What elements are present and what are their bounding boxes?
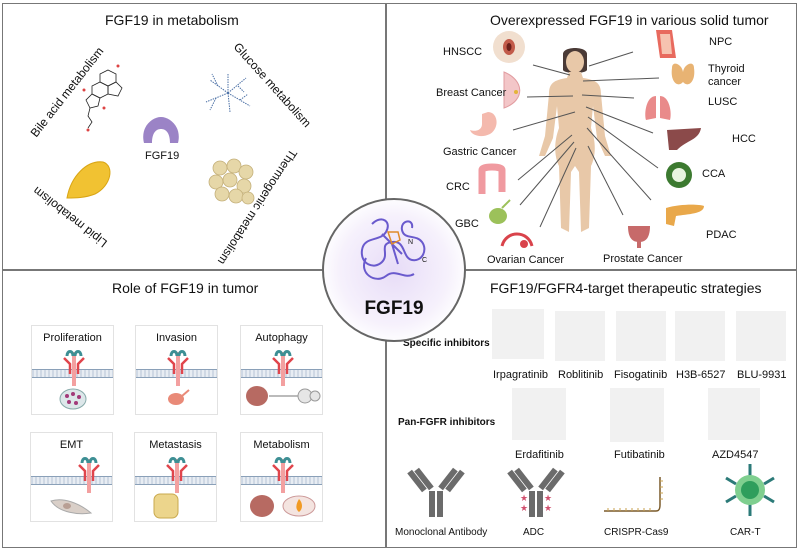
car-t-cell-icon xyxy=(725,464,775,516)
card-emt: EMT xyxy=(30,432,113,522)
autophagy-icon xyxy=(246,386,321,406)
breast-icon xyxy=(503,71,521,109)
label-prostate-cancer: Prostate Cancer xyxy=(603,253,683,265)
center-fgf19-title: FGF19 xyxy=(364,298,424,319)
card-proliferation: Proliferation xyxy=(31,325,114,415)
specific-inhibitors-label: Specific inhibitors xyxy=(403,338,490,349)
svg-text:★: ★ xyxy=(544,494,552,504)
bile-acid-molecule-icon xyxy=(82,64,123,132)
pancreas-icon xyxy=(666,204,704,226)
card-title: EMT xyxy=(59,439,84,451)
fisogatinib-structure-icon xyxy=(616,311,666,361)
fgf19-label: FGF19 xyxy=(145,150,180,162)
label-hcc: HCC xyxy=(732,133,756,145)
label-npc: NPC xyxy=(709,36,733,48)
stomach-icon xyxy=(470,112,497,137)
lipid-droplet-icon xyxy=(66,161,111,199)
invading-cell-icon xyxy=(168,389,190,405)
svg-text:★: ★ xyxy=(520,494,528,504)
azd4547-structure-icon xyxy=(708,388,760,440)
label-thyroid-cancer: Thyroid cancer xyxy=(708,63,745,88)
irpagratinib-structure-icon xyxy=(492,309,544,359)
drug-futibatinib: Futibatinib xyxy=(614,449,665,461)
drug-irpagratinib: Irpagratinib xyxy=(493,369,549,381)
drug-fisogatinib: Fisogatinib xyxy=(614,369,668,381)
label-hnscc: HNSCC xyxy=(443,46,483,58)
fgf19-structure-icon: N C xyxy=(360,218,427,280)
drug-blu-9931: BLU-9931 xyxy=(737,369,787,381)
label-lusc: LUSC xyxy=(708,96,738,108)
label-adc: ADC xyxy=(523,527,545,538)
mitochondria-metabolism-icon xyxy=(250,495,316,517)
label-cca: CCA xyxy=(702,168,726,180)
fgfr-receptor-icon xyxy=(78,457,100,493)
erdafitinib-structure-icon xyxy=(512,388,566,440)
fgf19-protein-icon xyxy=(143,117,179,143)
label-crc: CRC xyxy=(446,181,470,193)
tumors-title: Overexpressed FGF19 in various solid tum… xyxy=(490,12,769,28)
nasopharynx-icon xyxy=(656,30,676,58)
pan-fgfr-inhibitors-label: Pan-FGFR inhibitors xyxy=(398,417,496,428)
card-title: Autophagy xyxy=(255,332,308,344)
fgfr-receptor-icon xyxy=(63,350,85,386)
crispr-cas9-icon xyxy=(604,477,663,512)
h3b-6527-structure-icon xyxy=(675,311,725,361)
lungs-icon xyxy=(645,96,671,120)
metabolism-title: FGF19 in metabolism xyxy=(105,12,239,28)
label-pdac: PDAC xyxy=(706,229,737,241)
label-ovarian-cancer: Ovarian Cancer xyxy=(487,254,565,266)
human-body-icon xyxy=(539,48,611,232)
label-car-t: CAR-T xyxy=(730,527,761,538)
card-invasion: Invasion xyxy=(135,325,218,415)
thyroid-icon xyxy=(671,63,695,85)
card-title: Metastasis xyxy=(149,439,202,451)
colon-icon xyxy=(478,163,506,194)
glycogen-icon xyxy=(205,73,251,113)
cell-membrane xyxy=(31,476,112,485)
label-breast-cancer: Breast Cancer xyxy=(436,87,507,99)
hnscc-icon xyxy=(493,31,525,63)
mesenchymal-cell-icon xyxy=(50,499,93,515)
futibatinib-structure-icon xyxy=(610,388,664,442)
figure-frame xyxy=(2,3,797,548)
role-title: Role of FGF19 in tumor xyxy=(112,280,259,296)
fgfr-receptor-icon xyxy=(167,350,189,386)
label-gastric-cancer: Gastric Cancer xyxy=(443,146,517,158)
adipocyte-cluster-icon xyxy=(208,158,255,205)
therapy-title: FGF19/FGFR4-target therapeutic strategie… xyxy=(490,280,762,296)
fgfr-receptor-icon xyxy=(272,457,294,493)
adc-icon: ★★★★ xyxy=(507,467,565,517)
fgfr-receptor-icon xyxy=(272,350,294,386)
c-terminus-label: C xyxy=(422,257,427,264)
svg-text:★: ★ xyxy=(544,504,552,514)
prostate-icon xyxy=(628,226,650,248)
drug-h3b-6527: H3B-6527 xyxy=(676,369,726,381)
liver-icon xyxy=(667,128,701,150)
drug-azd4547: AZD4547 xyxy=(712,449,759,461)
blu-9931-structure-icon xyxy=(736,311,786,361)
ovary-icon xyxy=(500,232,534,248)
gallbladder-icon xyxy=(489,199,511,224)
drug-roblitinib: Roblitinib xyxy=(558,369,604,381)
card-metabolism: Metabolism xyxy=(240,432,323,522)
n-terminus-label: N xyxy=(408,239,413,246)
drug-erdafitinib: Erdafitinib xyxy=(515,449,564,461)
connector-lines xyxy=(512,51,660,228)
monoclonal-antibody-icon xyxy=(407,467,465,517)
card-metastasis: Metastasis xyxy=(134,432,217,522)
card-autophagy: Autophagy xyxy=(240,325,323,415)
roblitinib-structure-icon xyxy=(555,311,605,361)
fgfr-receptor-icon xyxy=(166,457,188,493)
label-crispr-cas9: CRISPR-Cas9 xyxy=(604,527,669,538)
card-title: Proliferation xyxy=(43,332,102,344)
bile-duct-icon xyxy=(666,162,692,188)
fgf19-center-circle: N C FGF19 xyxy=(322,198,466,342)
label-monoclonal-antibody: Monoclonal Antibody xyxy=(395,527,488,538)
svg-text:★: ★ xyxy=(520,504,528,514)
card-title: Metabolism xyxy=(253,439,310,451)
card-title: Invasion xyxy=(156,332,197,344)
label-gbc: GBC xyxy=(455,218,479,230)
metastasis-tissue-icon xyxy=(153,493,179,519)
proliferating-cells-icon xyxy=(59,388,87,410)
